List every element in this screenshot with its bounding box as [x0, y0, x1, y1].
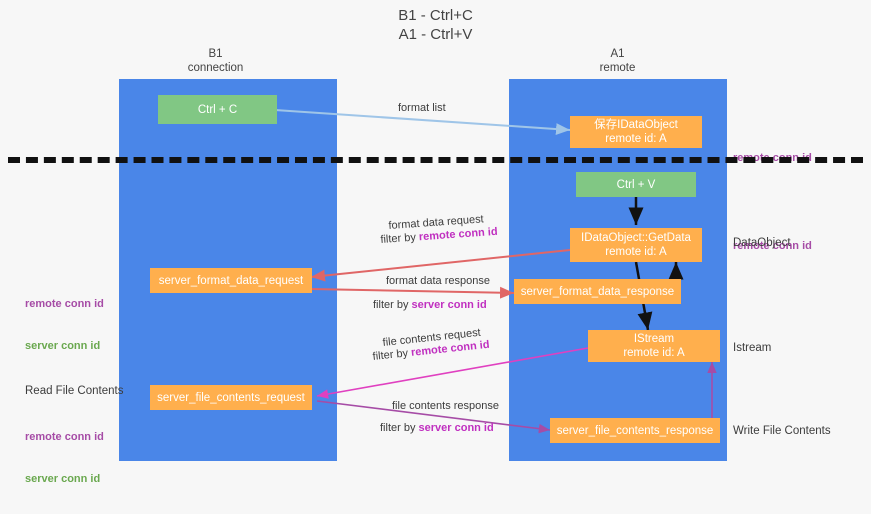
arrow-label-file-contents-response-line1: file contents response	[392, 400, 500, 412]
filter-key-remote-conn-id: remote conn id	[418, 225, 498, 244]
filter-prefix: filter by	[380, 231, 420, 246]
label-read-file-contents: Read File Contents	[25, 385, 124, 397]
phase-divider	[8, 157, 863, 163]
filter-prefix: filter by	[373, 299, 412, 311]
remote-conn-id-text: remote conn id	[733, 240, 812, 252]
filter-key-server-conn-id: server conn id	[411, 299, 487, 311]
label-dataobject: DataObject	[733, 237, 791, 249]
box-server-file-contents-request[interactable]: server_file_contents_request	[150, 385, 312, 410]
label-conn-ids-middle: remote conn id server conn id	[25, 269, 104, 381]
remote-conn-id-text: remote conn id	[25, 298, 104, 310]
arrow-label-format-list: format list	[398, 102, 446, 114]
arrow-label-file-contents-response-filter: filter by server conn id	[380, 421, 494, 436]
label-conn-ids-bottom: remote conn id server conn id	[25, 402, 104, 514]
arrow-label-format-data-response-line1: format data response	[386, 275, 490, 287]
box-server-format-data-request[interactable]: server_format_data_request	[150, 268, 312, 293]
box-idataobject-getdata[interactable]: IDataObject::GetData remote id: A	[570, 228, 702, 262]
arrow-label-format-data-response: format data response	[386, 274, 490, 289]
column-header-a1: A1 remote	[599, 48, 636, 74]
server-conn-id-text: server conn id	[25, 473, 101, 485]
box-save-idataobject[interactable]: 保存IDataObject remote id: A	[570, 116, 702, 148]
box-ctrl-v[interactable]: Ctrl + V	[576, 172, 696, 197]
remote-conn-id-text: remote conn id	[25, 431, 104, 443]
diagram-canvas: B1 - Ctrl+C A1 - Ctrl+V B1 connection A1…	[8, 7, 863, 485]
box-server-format-data-response[interactable]: server_format_data_response	[514, 279, 681, 304]
filter-prefix: filter by	[372, 346, 412, 363]
column-header-b1: B1 connection	[187, 48, 244, 74]
server-conn-id-text: server conn id	[25, 340, 101, 352]
box-ctrl-c[interactable]: Ctrl + C	[158, 95, 277, 124]
arrow-label-format-data-response-filter: filter by server conn id	[373, 298, 487, 313]
arrow-label-file-contents-response: file contents response	[392, 399, 499, 414]
diagram-title: B1 - Ctrl+C A1 - Ctrl+V	[398, 7, 473, 43]
filter-key-server-conn-id: server conn id	[418, 422, 494, 434]
label-istream: Istream	[733, 342, 772, 354]
box-server-file-contents-response[interactable]: server_file_contents_response	[550, 418, 720, 443]
label-write-file-contents: Write File Contents	[733, 425, 831, 437]
label-remote-conn-id-mid: remote conn id	[733, 211, 812, 281]
filter-prefix: filter by	[380, 422, 419, 434]
box-istream[interactable]: IStream remote id: A	[588, 330, 720, 362]
